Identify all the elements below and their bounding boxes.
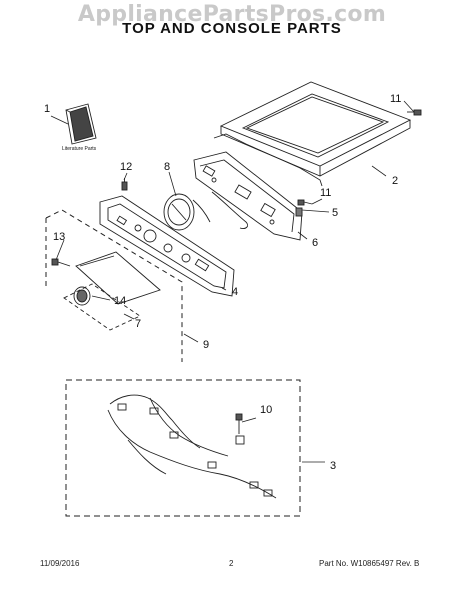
callout-5: 5 [332,207,338,219]
callout-2: 2 [392,175,398,187]
harness-outline [65,379,301,517]
literature-parts-icon [65,103,97,145]
callout-12: 12 [120,161,132,173]
callout-4: 4 [232,286,238,298]
clip-5-part [295,207,303,217]
callout-14: 14 [114,295,126,307]
callout-9: 9 [203,339,209,351]
wire-harness-part [107,394,277,499]
callout-11-top: 11 [390,93,401,105]
callout-13: 13 [53,231,65,243]
literature-label: Literature Parts [62,146,97,152]
callout-7: 7 [135,318,141,330]
callout-11-side: 11 [320,187,331,199]
overlay-part [73,251,161,306]
top-panel-part [213,81,412,187]
screw-11-part [297,109,422,206]
page-title: TOP AND CONSOLE PARTS [122,20,342,37]
footer-date: 11/09/2016 [40,559,80,568]
screw-13-part [51,258,71,267]
overlay-outline [63,283,141,331]
footer-part-number: Part No. W10865497 Rev. B [319,559,420,568]
callout-8: 8 [164,161,170,173]
callout-10: 10 [260,404,272,416]
watermark-text: AppliancePartsPros.com [77,2,387,27]
overlay-assembly-outline [45,209,183,362]
callout-1: 1 [44,103,50,115]
footer-page-number: 2 [229,559,234,568]
leader-lines [50,100,415,463]
knob-ring-part [163,193,211,231]
console-panel-part [99,195,235,297]
console-bracket-part [193,151,303,241]
callout-6: 6 [312,237,318,249]
callout-3: 3 [330,460,336,472]
screw-10-part [235,413,243,434]
